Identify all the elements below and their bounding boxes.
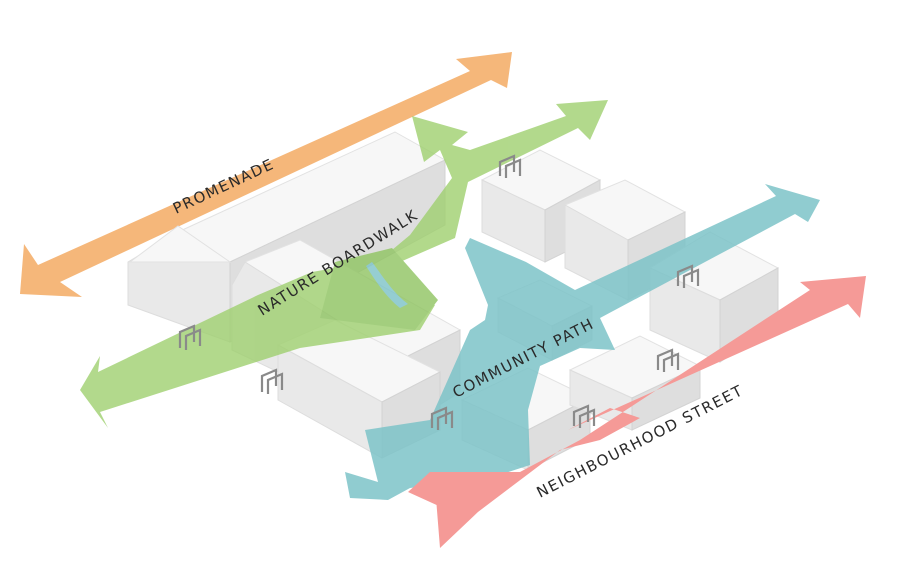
neighbourhood-street-arrow [408, 276, 866, 548]
gateway-icon [260, 368, 284, 394]
nature-boardwalk-arrow [80, 100, 608, 428]
gateway-icon [498, 154, 522, 178]
water-channel [366, 262, 408, 308]
gateway-icon [676, 264, 700, 288]
gateway-icon [178, 324, 202, 350]
building [648, 231, 780, 363]
promenade-arrow [20, 52, 512, 297]
community-path-arrow [345, 184, 820, 500]
gateway-icon [656, 348, 680, 372]
gateway-icons [178, 154, 700, 430]
gateway-icon [572, 404, 596, 428]
gateway-icon [430, 406, 454, 430]
